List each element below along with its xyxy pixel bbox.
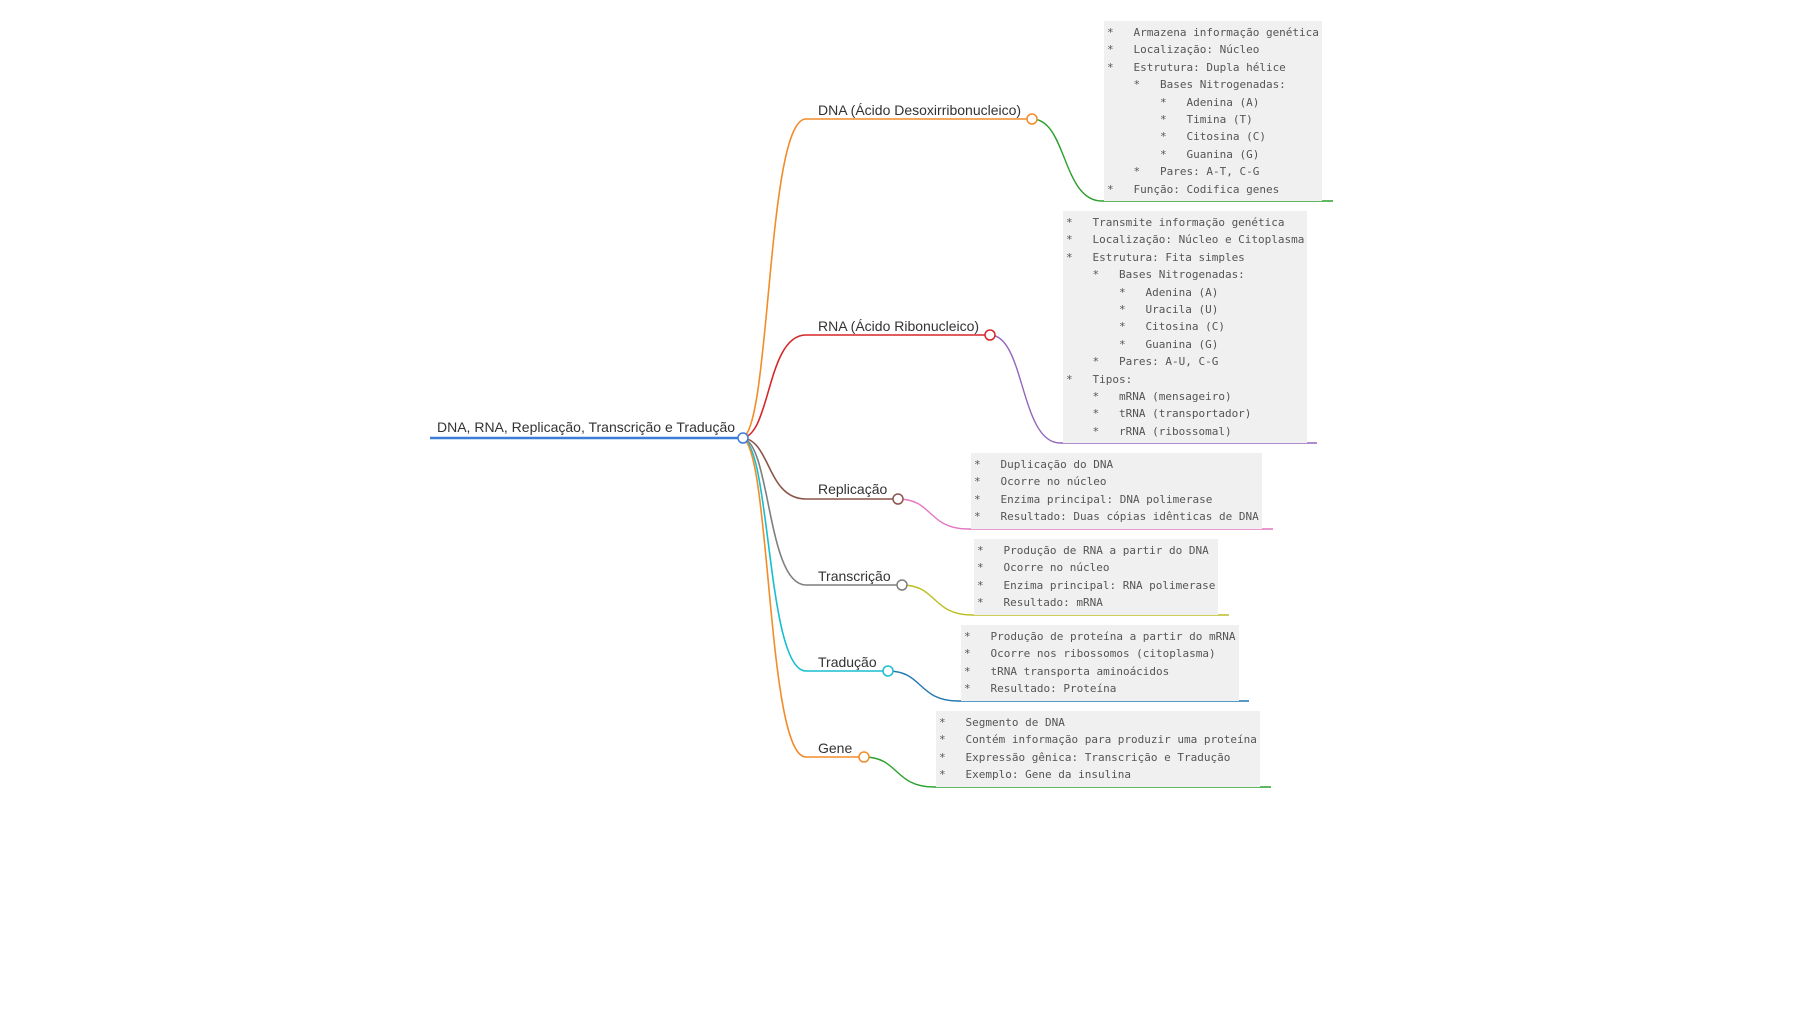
note-line: * mRNA (mensageiro) [1066,390,1232,404]
note-line: * Enzima principal: DNA polimerase [974,492,1213,506]
note-line: * Duplicação do DNA [974,458,1114,471]
note-line: * Guanina (G) [1066,337,1219,351]
note-line: * Bases Nitrogenadas: [1066,268,1245,282]
collapse-toggle-gene[interactable] [858,751,870,763]
note-line: * Pares: A-U, C-G [1066,355,1219,369]
note-rna: * Transmite informação genética * Localiz… [1063,211,1308,444]
note-line: * Produção de RNA a partir do DNA [977,544,1209,557]
note-line: * Estrutura: Dupla hélice [1107,60,1286,74]
note-line: * Guanina (G) [1107,147,1260,161]
connector-gene [740,437,807,758]
topic-replicacao[interactable]: Replicação [818,481,888,497]
note-line: * Expressão gênica: Transcrição e Traduç… [939,750,1231,764]
note-line: * Localização: Núcleo [1107,43,1260,57]
note-line: * Citosina (C) [1107,130,1266,144]
note-line: * tRNA transporta aminoácidos [964,664,1170,678]
topic-rna[interactable]: RNA (Ácido Ribonucleico) [818,318,980,334]
note-line: * Tipos: [1066,372,1133,386]
note-line: * Pares: A-T, C-G [1107,165,1260,179]
note-line: * Ocorre no núcleo [974,475,1107,489]
note-connector-traducao [887,670,959,702]
connector-traducao [740,437,807,672]
note-line: * Contém informação para produzir uma pr… [939,733,1257,747]
note-line: * tRNA (transportador) [1066,407,1252,421]
note-line: * Exemplo: Gene da insulina [939,768,1132,782]
note-traducao: * Produção de proteína a partir do mRNA *… [961,625,1239,701]
note-line: * Adenina (A) [1107,95,1260,109]
note-line: * Transmite informação genética [1066,216,1285,229]
note-line: * Bases Nitrogenadas: [1107,78,1286,92]
note-line: * Resultado: Proteína [964,682,1117,696]
topic-gene[interactable]: Gene [818,740,853,756]
note-line: * Armazena informação genética [1107,26,1319,39]
note-line: * Produção de proteína a partir do mRNA [964,630,1236,643]
collapse-toggle-traducao[interactable] [882,665,894,677]
note-line: * Uracila (U) [1066,303,1219,317]
note-gene: * Segmento de DNA * Contém informação par… [936,711,1260,787]
note-connector-replicacao [897,498,969,530]
note-dna: * Armazena informação genética * Localiza… [1104,21,1322,202]
note-connector-transcricao [901,584,973,616]
note-connector-rna [989,334,1061,444]
topic-dna[interactable]: DNA (Ácido Desoxirribonucleico) [818,102,1022,118]
note-line: * Segmento de DNA [939,716,1065,729]
note-line: * Ocorre nos ribossomos (citoplasma) [964,647,1216,661]
connector-rna [740,334,807,439]
note-transcricao: * Produção de RNA a partir do DNA * Ocorr… [974,539,1219,615]
topic-traducao[interactable]: Tradução [818,654,877,670]
note-line: * Adenina (A) [1066,285,1219,299]
note-line: * Resultado: mRNA [977,596,1103,610]
note-line: * Resultado: Duas cópias idênticas de DN… [974,510,1259,524]
collapse-toggle-replicacao[interactable] [892,493,904,505]
connector-dna [740,118,807,439]
collapse-toggle-transcricao[interactable] [896,579,908,591]
note-line: * Função: Codifica genes [1107,182,1280,196]
note-line: * Estrutura: Fita simples [1066,250,1245,264]
note-line: * Timina (T) [1107,113,1253,127]
collapse-toggle-root[interactable] [737,432,749,444]
connector-replicacao [740,437,807,500]
note-connector-gene [863,756,935,788]
note-replicacao: * Duplicação do DNA * Ocorre no núcleo * E… [971,453,1262,529]
collapse-toggle-dna[interactable] [1026,113,1038,125]
note-line: * Enzima principal: RNA polimerase [977,578,1216,592]
collapse-toggle-rna[interactable] [984,329,996,341]
note-line: * Ocorre no núcleo [977,561,1110,575]
note-line: * Localização: Núcleo e Citoplasma [1066,233,1305,247]
note-connector-dna [1031,118,1103,202]
topic-transcricao[interactable]: Transcrição [818,568,891,584]
root-topic[interactable]: DNA, RNA, Replicação, Transcrição e Trad… [437,419,736,435]
note-line: * rRNA (ribossomal) [1066,424,1232,438]
connector-transcricao [740,437,807,586]
note-line: * Citosina (C) [1066,320,1225,334]
